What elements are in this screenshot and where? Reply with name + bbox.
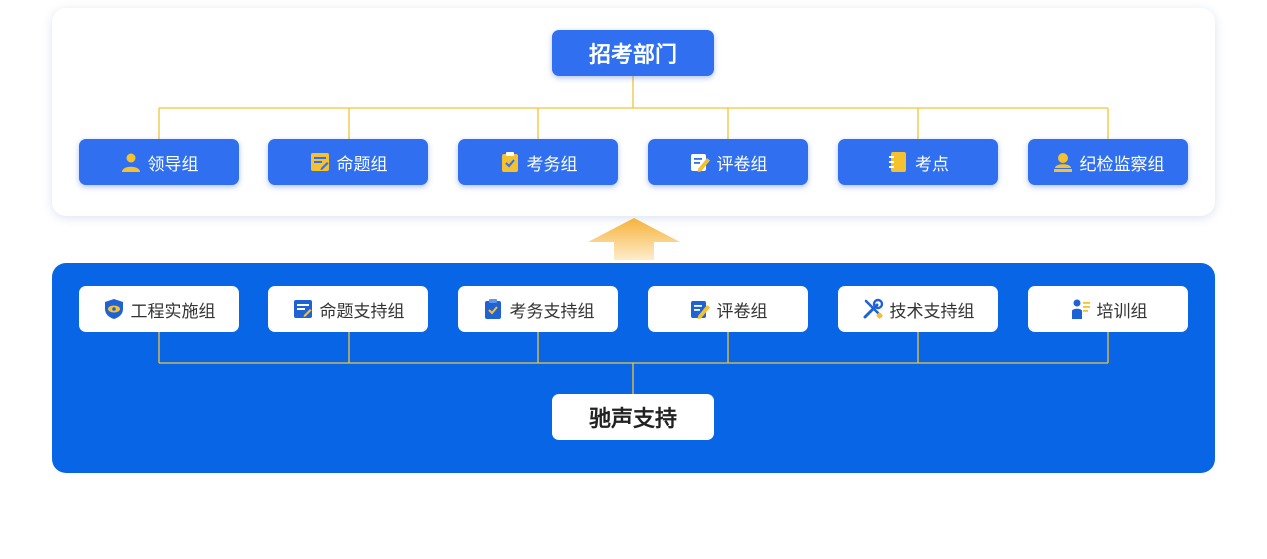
node-label: 考务组: [526, 154, 578, 175]
clipboard-check-icon: [499, 151, 521, 173]
bottom-connector: [158, 332, 1109, 394]
node-label: 命题组: [336, 154, 388, 175]
node-question-group[interactable]: 命题组: [268, 139, 428, 185]
node-label: 培训组: [1096, 301, 1148, 322]
supervisor-icon: [1052, 151, 1074, 173]
user-icon: [120, 151, 142, 173]
node-engineering-group[interactable]: 工程实施组: [79, 286, 239, 332]
node-label: 领导组: [147, 154, 199, 175]
top-connector: [158, 76, 1109, 139]
recruiting-department-title: 招考部门: [552, 30, 714, 76]
pen-paper-icon: [689, 298, 711, 320]
node-label: 考点: [915, 154, 949, 175]
node-marking-group[interactable]: 评卷组: [648, 139, 808, 185]
node-exam-affairs-group[interactable]: 考务组: [458, 139, 618, 185]
node-exam-affairs-support-group[interactable]: 考务支持组: [458, 286, 618, 332]
node-label: 纪检监察组: [1079, 154, 1165, 175]
upward-arrow-icon: [588, 218, 680, 260]
node-marking-support-group[interactable]: 评卷组: [648, 286, 808, 332]
node-label: 评卷组: [716, 301, 768, 322]
chivox-support-title: 驰声支持: [552, 394, 714, 440]
title-text: 驰声支持: [588, 407, 677, 432]
clipboard-check-icon: [482, 298, 504, 320]
node-training-group[interactable]: 培训组: [1028, 286, 1188, 332]
node-label: 技术支持组: [889, 301, 975, 322]
notebook-icon: [887, 151, 909, 173]
node-label: 考务支持组: [509, 301, 595, 322]
tools-icon: [862, 298, 884, 320]
note-edit-icon: [309, 151, 331, 173]
title-text: 招考部门: [588, 43, 677, 68]
shield-eye-icon: [103, 298, 125, 320]
trainer-icon: [1069, 298, 1091, 320]
node-discipline-group[interactable]: 纪检监察组: [1028, 139, 1188, 185]
node-label: 工程实施组: [130, 301, 216, 322]
node-tech-support-group[interactable]: 技术支持组: [838, 286, 998, 332]
node-leadership-group[interactable]: 领导组: [79, 139, 239, 185]
node-exam-site[interactable]: 考点: [838, 139, 998, 185]
pen-paper-icon: [689, 151, 711, 173]
node-label: 评卷组: [716, 154, 768, 175]
note-edit-icon: [292, 298, 314, 320]
node-label: 命题支持组: [319, 301, 405, 322]
node-question-support-group[interactable]: 命题支持组: [268, 286, 428, 332]
